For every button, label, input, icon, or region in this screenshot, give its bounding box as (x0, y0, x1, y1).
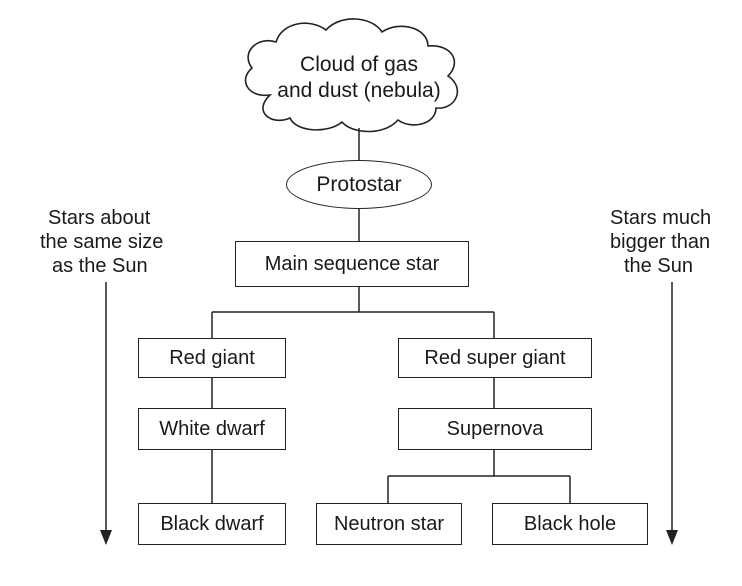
node-white-dwarf: White dwarf (138, 408, 286, 450)
white-dwarf-label: White dwarf (159, 417, 265, 440)
cloud-line-2: and dust (nebula) (277, 79, 441, 102)
black-dwarf-label: Black dwarf (160, 512, 264, 535)
node-main-sequence: Main sequence star (235, 241, 469, 287)
side-right-line-2: bigger than (610, 231, 711, 253)
node-cloud: Cloud of gas and dust (nebula) (270, 52, 448, 104)
node-neutron-star: Neutron star (316, 503, 462, 545)
side-right-line-3: the Sun (624, 255, 693, 277)
red-super-giant-label: Red super giant (424, 346, 566, 369)
red-giant-label: Red giant (169, 346, 255, 369)
side-left-line-3: as the Sun (52, 255, 148, 277)
side-label-left: Stars about the same size as the Sun (40, 206, 180, 278)
cloud-line-1: Cloud of gas (300, 53, 418, 76)
right-arrow-head (666, 530, 678, 545)
side-left-line-2: the same size (40, 231, 164, 253)
main-sequence-label: Main sequence star (264, 252, 440, 275)
node-red-giant: Red giant (138, 338, 286, 378)
cloud-shape (244, 18, 459, 133)
protostar-label: Protostar (316, 172, 402, 196)
node-protostar: Protostar (286, 160, 432, 209)
side-right-line-1: Stars much (610, 207, 712, 229)
supernova-label: Supernova (446, 417, 544, 440)
black-hole-label: Black hole (523, 512, 617, 535)
node-black-hole: Black hole (492, 503, 648, 545)
left-arrow-head (100, 530, 112, 545)
side-left-line-1: Stars about (48, 207, 151, 229)
node-red-super-giant: Red super giant (398, 338, 592, 378)
node-supernova: Supernova (398, 408, 592, 450)
node-black-dwarf: Black dwarf (138, 503, 286, 545)
side-label-right: Stars much bigger than the Sun (610, 206, 738, 278)
neutron-star-label: Neutron star (333, 512, 445, 535)
